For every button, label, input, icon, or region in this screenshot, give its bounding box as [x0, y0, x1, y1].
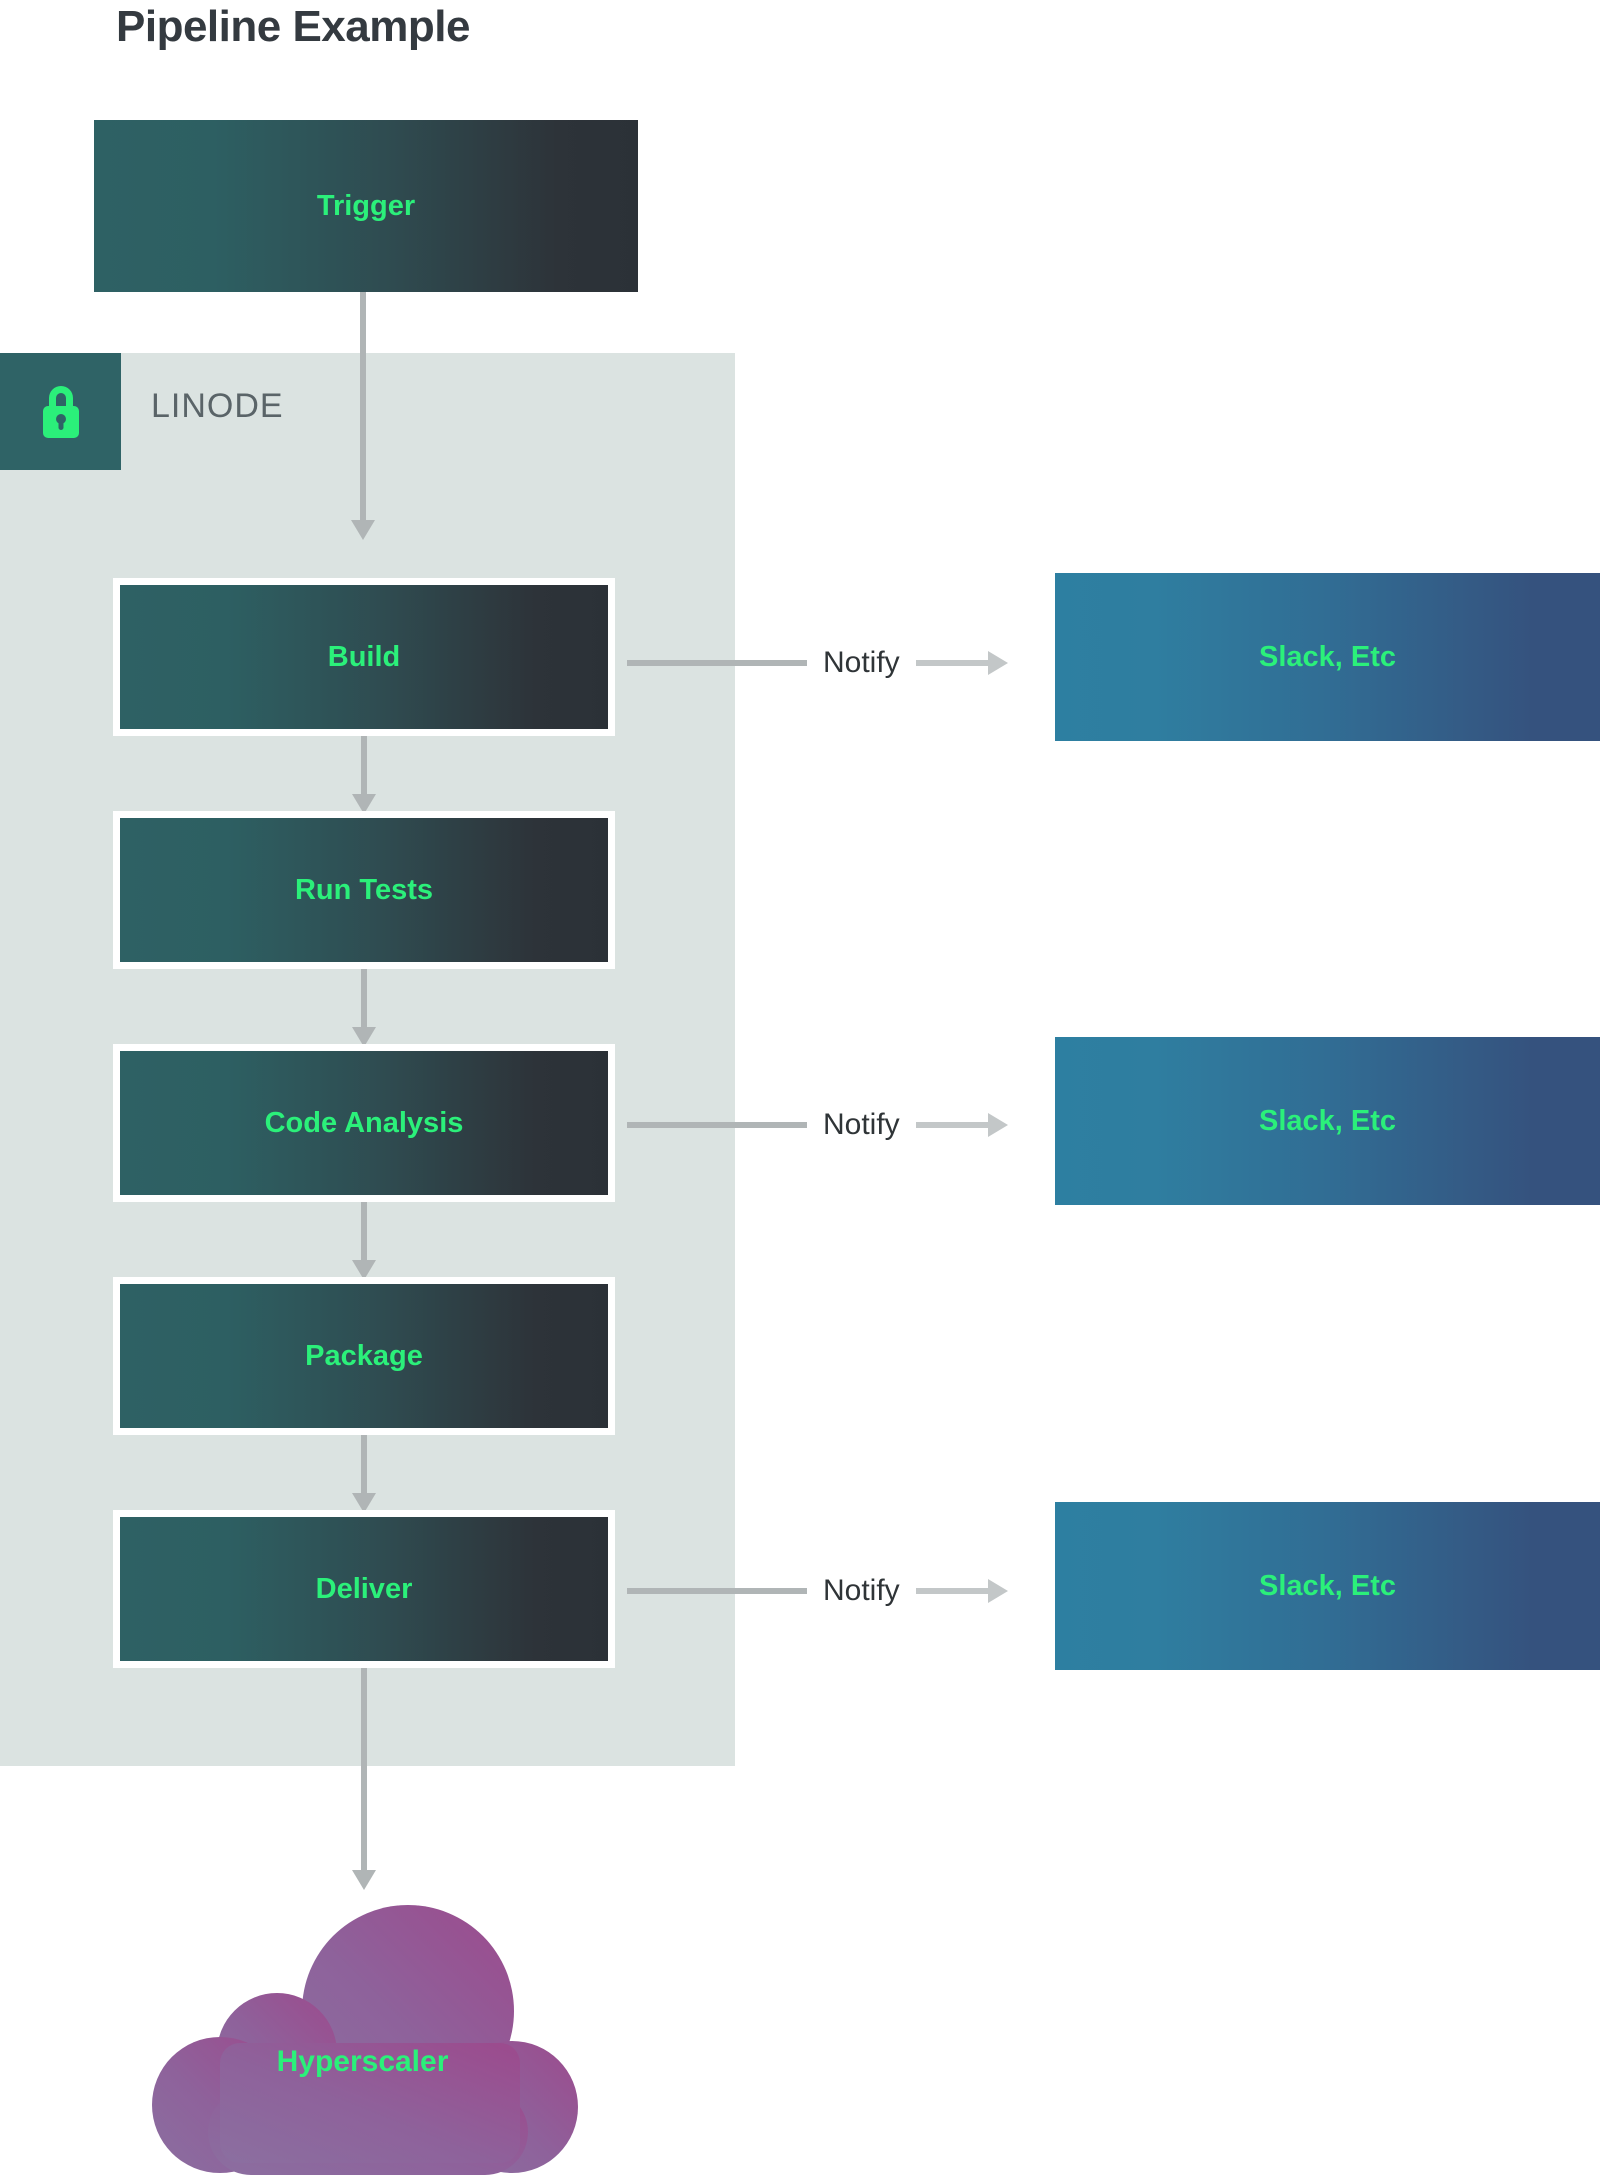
linode-zone-badge — [0, 353, 121, 470]
arrow-trigger-to-build — [350, 292, 376, 540]
notify-line-left — [627, 1122, 807, 1128]
notify-line-right — [915, 660, 988, 666]
notify-line-right — [915, 1122, 988, 1128]
arrow-shaft — [361, 1202, 367, 1260]
node-slack-2-label: Slack, Etc — [1258, 1104, 1397, 1137]
arrow-shaft — [361, 1668, 367, 1870]
node-slack-1-label: Slack, Etc — [1258, 640, 1397, 673]
node-slack-1[interactable]: Slack, Etc — [1055, 573, 1600, 741]
notify-line-left — [627, 660, 807, 666]
arrow-shaft — [361, 736, 367, 794]
notify-connector-1: Notify — [627, 633, 1055, 693]
notify-connector-3: Notify — [627, 1561, 1055, 1621]
arrow-shaft — [361, 1435, 367, 1493]
arrow-package-to-deliver — [351, 1435, 377, 1513]
notify-connector-2: Notify — [627, 1095, 1055, 1155]
node-slack-2[interactable]: Slack, Etc — [1055, 1037, 1600, 1205]
page-title: Pipeline Example — [116, 2, 470, 51]
node-hyperscaler[interactable]: Hyperscaler — [140, 1893, 585, 2177]
node-run-tests[interactable]: Run Tests — [113, 811, 615, 969]
arrow-head — [352, 1027, 376, 1047]
arrow-head — [987, 1113, 1008, 1137]
node-code-analysis-label: Code Analysis — [264, 1106, 464, 1139]
node-trigger[interactable]: Trigger — [94, 120, 638, 292]
arrow-head — [987, 651, 1008, 675]
notify-label-3: Notify — [823, 1574, 900, 1607]
arrow-run-tests-to-code-analysis — [351, 969, 377, 1047]
notify-line-left — [627, 1588, 807, 1594]
arrow-shaft — [360, 292, 366, 520]
node-deliver-label: Deliver — [315, 1572, 413, 1605]
arrow-shaft — [361, 969, 367, 1027]
node-deliver[interactable]: Deliver — [113, 1510, 615, 1668]
notify-label-2: Notify — [823, 1108, 900, 1141]
node-package[interactable]: Package — [113, 1277, 615, 1435]
notify-label-1: Notify — [823, 646, 900, 679]
arrow-code-analysis-to-package — [351, 1202, 377, 1280]
cloud-shape-icon — [152, 1905, 578, 2175]
node-slack-3[interactable]: Slack, Etc — [1055, 1502, 1600, 1670]
node-build-label: Build — [327, 640, 401, 673]
linode-zone-label: LINODE — [151, 387, 284, 425]
arrow-head — [352, 1493, 376, 1513]
notify-line-right — [915, 1588, 988, 1594]
arrow-deliver-to-hyperscaler — [351, 1668, 377, 1890]
arrow-head — [987, 1579, 1008, 1603]
node-run-tests-label: Run Tests — [294, 873, 434, 906]
node-code-analysis[interactable]: Code Analysis — [113, 1044, 615, 1202]
node-package-label: Package — [305, 1339, 423, 1372]
node-trigger-label: Trigger — [316, 189, 416, 222]
arrow-head — [352, 1260, 376, 1280]
arrow-head — [352, 1870, 376, 1890]
arrow-head — [351, 520, 375, 540]
arrow-build-to-run-tests — [351, 736, 377, 814]
node-build[interactable]: Build — [113, 578, 615, 736]
lock-icon — [42, 385, 79, 438]
node-slack-3-label: Slack, Etc — [1258, 1569, 1397, 1602]
arrow-head — [352, 794, 376, 814]
